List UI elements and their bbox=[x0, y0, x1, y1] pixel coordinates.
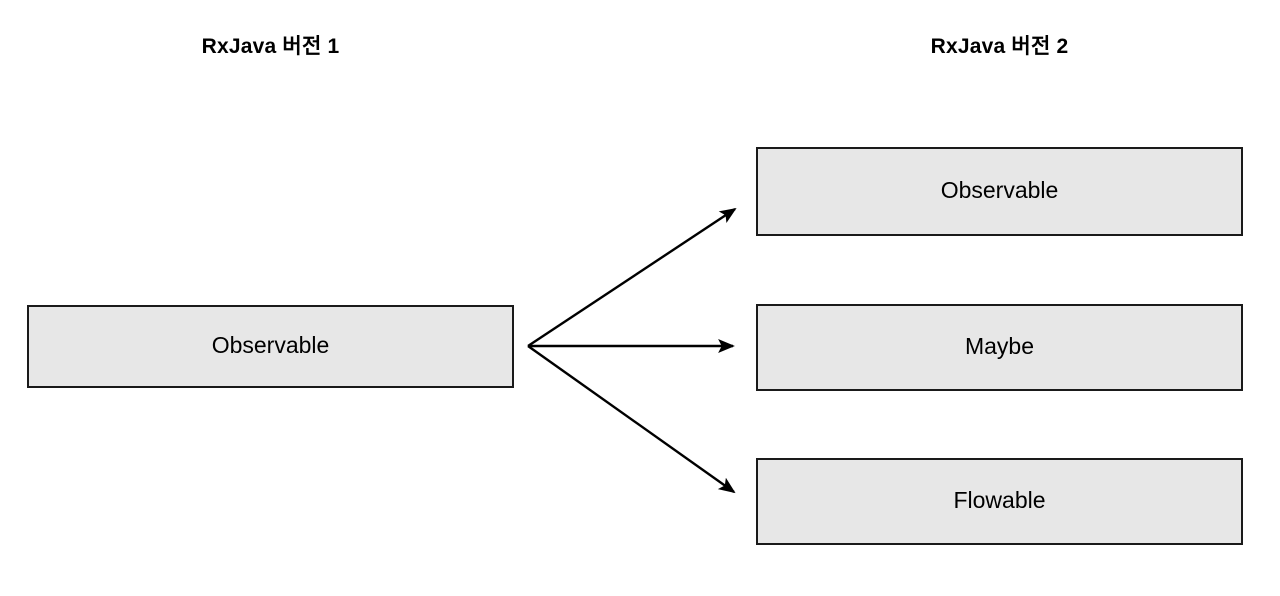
arrow-observable-to-observable bbox=[527, 207, 737, 348]
column-heading-rxjava-1: RxJava 버전 1 bbox=[201, 35, 340, 58]
node-label: Observable bbox=[940, 177, 1059, 203]
node-box-v2-maybe[interactable]: Maybe bbox=[756, 304, 1243, 391]
node-box-v1-observable[interactable]: Observable bbox=[27, 305, 514, 388]
node-label: Maybe bbox=[964, 333, 1035, 359]
node-box-v2-observable[interactable]: Observable bbox=[756, 147, 1243, 236]
column-heading-rxjava-2: RxJava 버전 2 bbox=[930, 35, 1069, 58]
arrow-observable-to-flowable bbox=[527, 345, 736, 494]
node-label: Flowable bbox=[953, 487, 1046, 513]
node-label: Observable bbox=[211, 332, 330, 358]
node-box-v2-flowable[interactable]: Flowable bbox=[756, 458, 1243, 545]
